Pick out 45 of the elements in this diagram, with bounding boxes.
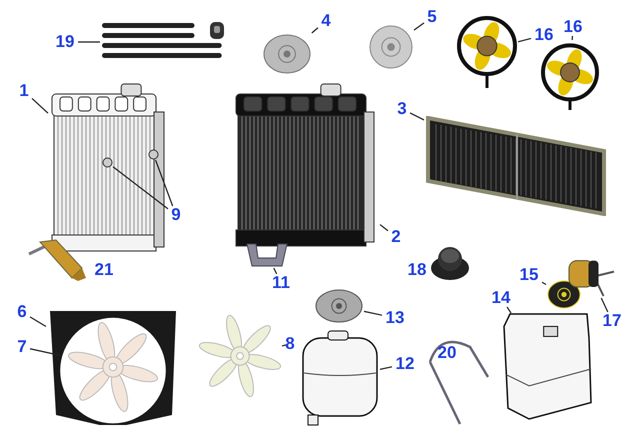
radiator-cap-drawing [262,33,312,75]
leader-line [112,166,168,210]
callout-number: 18 [406,261,428,279]
callout-number: 7 [14,338,30,356]
cap-drawing [314,288,364,324]
callout-number: 19 [52,33,78,51]
callout-number: 9 [168,206,184,224]
callout-number: 20 [436,344,458,362]
leader-line [410,112,424,120]
callout-number: 13 [382,309,408,327]
leader-line [282,344,288,346]
callout-number: 5 [424,8,440,26]
leader-line [380,224,388,232]
callout-number: 12 [392,355,418,373]
expansion-tank-drawing [300,328,380,428]
callout-number: 11 [268,274,294,292]
callout-number: 16 [560,18,586,36]
callout-number: 6 [14,303,30,321]
leader-line [30,316,46,328]
callout-number: 1 [16,82,32,100]
leader-line [380,366,392,370]
leader-line [30,348,60,356]
leader-line [600,298,608,312]
leader-line [273,268,278,274]
leader-line [518,38,532,42]
leader-line [32,98,48,114]
callout-number: 8 [282,335,298,353]
callout-number: 2 [388,228,404,246]
leader-line [311,27,318,34]
radiator-cap-drawing [368,24,414,70]
leader-line [506,306,512,314]
callout-number: 16 [531,26,557,44]
cap-drawing [546,279,582,310]
callout-number: 21 [94,261,114,279]
leader-line [542,282,546,285]
callout-number: 4 [318,12,334,30]
callout-number: 15 [516,266,542,284]
callout-number: 14 [488,289,514,307]
callout-number: 17 [599,312,625,330]
callout-number: 3 [394,100,410,118]
leader-line [154,160,174,206]
leader-line [414,22,424,31]
leader-line [572,36,574,40]
leader-line [78,41,100,43]
leader-line [364,310,382,316]
